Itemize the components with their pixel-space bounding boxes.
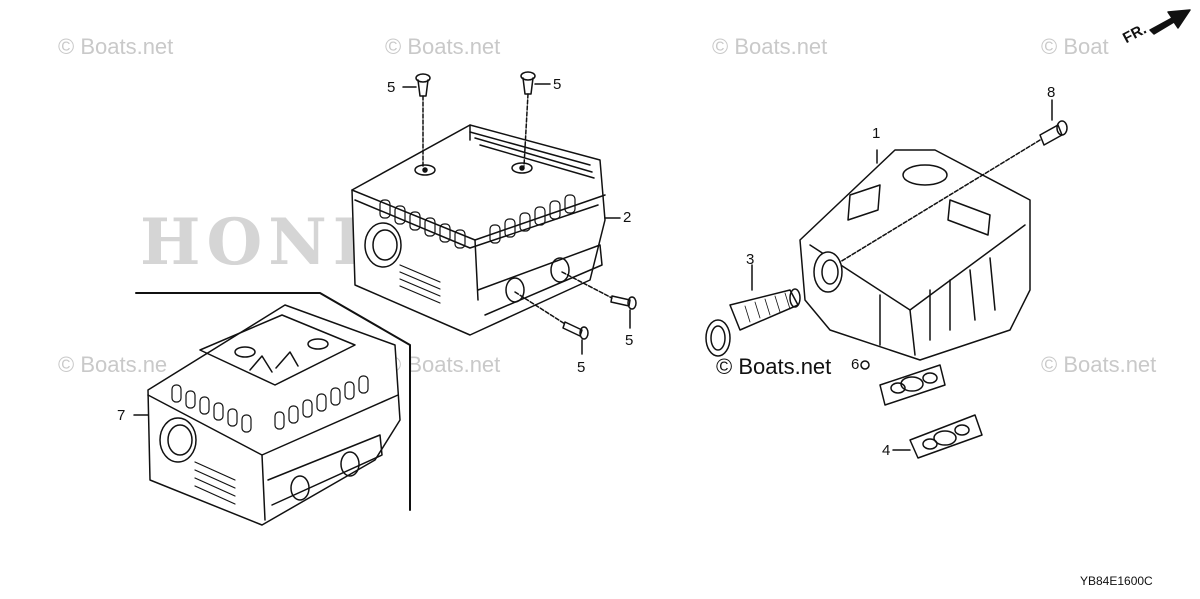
diagram-code: YB84E1600C — [1080, 574, 1153, 588]
watermark: © Boats.net — [385, 34, 501, 59]
callout-6: 6 — [851, 356, 860, 373]
watermark: © Boats.net — [385, 352, 501, 377]
watermark: © Boats.net — [712, 34, 828, 59]
part-4-gasket — [892, 414, 983, 459]
callout-5: 5 — [553, 76, 562, 93]
callout-8: 8 — [1047, 84, 1056, 101]
watermark: © Boats.ne — [58, 352, 168, 377]
part-8-bolt — [839, 99, 1068, 263]
callout-5: 5 — [625, 332, 634, 349]
callout-4: 4 — [882, 442, 891, 459]
part-2-muffler-protector — [351, 124, 606, 336]
callout-1: 1 — [872, 125, 881, 142]
callout-5: 5 — [577, 359, 586, 376]
part-6-gasket — [860, 360, 946, 406]
screw-5-bottom-left — [514, 291, 589, 355]
screw-5-top-right — [520, 71, 551, 167]
callout-7: 7 — [117, 407, 126, 424]
watermark-foreground: © Boats.net — [716, 354, 832, 379]
part-7-muffler-protector — [133, 292, 411, 526]
watermark: © Boats.net — [58, 34, 174, 59]
part-3-spark-arrester — [705, 264, 801, 357]
part-1-muffler — [799, 149, 1031, 361]
watermark: © Boats.net — [1041, 352, 1157, 377]
watermark: © Boat — [1041, 34, 1109, 59]
screw-5-top-left — [402, 73, 431, 169]
screw-5-bottom-right — [561, 271, 637, 329]
front-direction-arrow-icon — [1149, 9, 1191, 35]
callout-5: 5 — [387, 79, 396, 96]
callout-3: 3 — [746, 251, 755, 268]
callout-2: 2 — [623, 209, 632, 226]
